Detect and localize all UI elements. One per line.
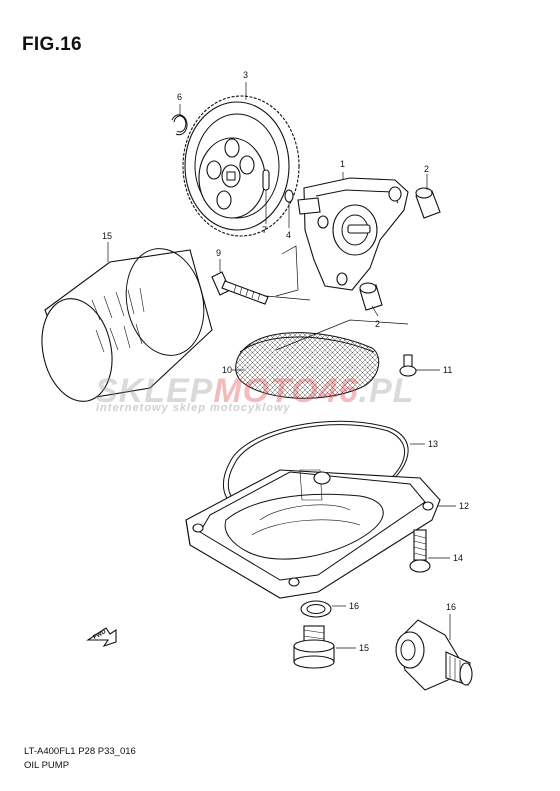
diagram-name: OIL PUMP — [24, 760, 70, 771]
oil-strainer-part-8 — [235, 332, 380, 399]
diagram-code: LT-A400FL1 P28 P33_016 — [24, 746, 136, 757]
callout-6: 6 — [177, 92, 183, 102]
bolt-part-12 — [409, 529, 431, 573]
dowel-pin-part-2-upper — [415, 187, 441, 219]
callout-4: 4 — [286, 230, 292, 240]
callout-7: 9 — [216, 248, 222, 258]
callout-10: 12 — [459, 501, 470, 511]
watermark-logo: SKLEPMOTO46.PL — [95, 372, 414, 411]
callout-1: 1 — [340, 159, 346, 169]
callout-2-lower: 2 — [375, 319, 381, 329]
driven-gear-part-3 — [182, 95, 300, 237]
watermark-brand-c: .PL — [358, 372, 415, 410]
watermark-tagline: internetowy sklep motocyklowy — [96, 402, 291, 414]
callout-2-upper: 2 — [424, 164, 430, 174]
circlip-part-6 — [171, 114, 188, 136]
oil-filter-part-15 — [41, 248, 213, 402]
forward-arrow-icon — [86, 627, 117, 648]
leader-lines — [107, 82, 456, 649]
figure-title: FIG.16 — [22, 34, 82, 55]
bolt-part-7 — [211, 271, 269, 305]
callout-15: 15 — [102, 231, 113, 241]
dowel-pin-part-2-lower — [359, 282, 383, 311]
oil-pressure-switch-part-16 — [395, 619, 473, 691]
washer-part-4 — [284, 189, 294, 203]
callout-8: 10 — [222, 365, 233, 375]
callout-5: 7 — [262, 225, 268, 235]
callout-16: 16 — [446, 602, 457, 612]
oil-pump-body-part-1 — [297, 177, 409, 291]
oil-pan-part-10 — [185, 469, 441, 599]
watermark-brand-b: MOTO46 — [213, 372, 359, 410]
drain-plug-part-13 — [293, 625, 335, 669]
bolt-part-9 — [399, 354, 417, 377]
watermark-brand-a: SKLEP — [95, 372, 214, 410]
callout-3: 3 — [243, 70, 249, 80]
callout-13: 15 — [359, 643, 370, 653]
callout-12: 14 — [453, 553, 464, 563]
callout-14: 16 — [349, 601, 360, 611]
callout-9: 11 — [443, 365, 453, 375]
pin-part-5 — [262, 169, 270, 191]
gasket-part-14 — [300, 600, 332, 618]
callout-11: 13 — [428, 439, 439, 449]
